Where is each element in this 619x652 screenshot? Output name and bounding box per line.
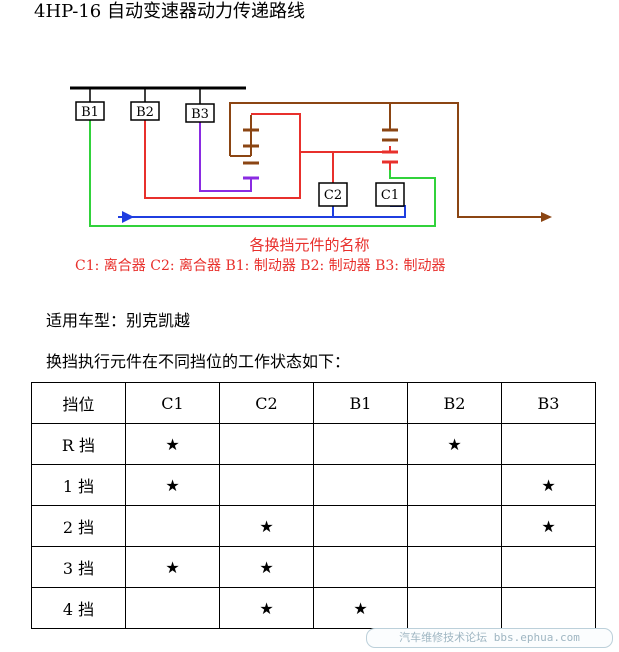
status-cell: ★ — [219, 587, 314, 629]
b3-label: B3 — [191, 107, 209, 122]
status-cell: ★ — [501, 464, 596, 506]
status-cell: ★ — [313, 587, 408, 629]
header-c1: C1 — [125, 382, 220, 424]
status-cell — [501, 423, 596, 465]
power-flow-diagram: B1 B2 B3 C2 C1 — [70, 86, 552, 227]
output-arrow-icon — [541, 212, 552, 222]
intro-line: 换挡执行元件在不同挡位的工作状态如下： — [46, 352, 351, 371]
gear-cell: R 挡 — [31, 423, 126, 465]
status-cell: ★ — [501, 505, 596, 547]
status-cell — [313, 423, 408, 465]
status-cell: ★ — [125, 546, 220, 588]
b2-box — [130, 101, 160, 121]
gear-cell: 2 挡 — [31, 505, 126, 547]
status-cell: ★ — [407, 423, 502, 465]
blue-input-path — [118, 205, 406, 218]
gear-cell: 3 挡 — [31, 546, 126, 588]
forum-watermark: 汽车维修技术论坛 bbs.ephua.com — [366, 628, 613, 648]
red-b2-path — [144, 113, 301, 199]
header-b1: B1 — [313, 382, 408, 424]
status-cell: ★ — [219, 505, 314, 547]
status-cell — [501, 587, 596, 629]
shift-element-table: 挡位 C1 C2 B1 B2 B3 R 挡 ★ ★ 1 挡 ★ ★ 2 挡 — [31, 382, 596, 629]
green-b1-path — [89, 120, 436, 227]
header-c2: C2 — [219, 382, 314, 424]
diagram-caption-title: 各换挡元件的名称 — [249, 236, 370, 254]
status-cell — [313, 505, 408, 547]
c1-box — [375, 182, 405, 207]
status-cell — [407, 505, 502, 547]
c2-box — [318, 182, 348, 207]
table-row: R 挡 ★ ★ — [31, 423, 596, 465]
table-header-row: 挡位 C1 C2 B1 B2 B3 — [31, 382, 596, 424]
header-b2: B2 — [407, 382, 502, 424]
b3-box — [185, 103, 215, 123]
red-c2-path — [300, 146, 391, 153]
vehicle-line: 适用车型：别克凯越 — [46, 311, 191, 330]
status-cell — [219, 464, 314, 506]
table-row: 2 挡 ★ ★ — [31, 505, 596, 547]
c1-label: C1 — [381, 188, 399, 203]
purple-b3-path — [199, 122, 252, 192]
table-row: 1 挡 ★ ★ — [31, 464, 596, 506]
table-row: 4 挡 ★ ★ — [31, 587, 596, 629]
status-cell — [501, 546, 596, 588]
diagram-caption-legend: C1: 离合器 C2: 离合器 B1: 制动器 B2: 制动器 B3: 制动器 — [75, 258, 446, 274]
status-cell — [219, 423, 314, 465]
b2-label: B2 — [136, 105, 154, 120]
status-cell: ★ — [219, 546, 314, 588]
status-cell — [125, 505, 220, 547]
status-cell — [407, 464, 502, 506]
gear-cell: 4 挡 — [31, 587, 126, 629]
input-arrow-icon — [122, 211, 134, 223]
table-row: 3 挡 ★ ★ — [31, 546, 596, 588]
header-b3: B3 — [501, 382, 596, 424]
gear-cell: 1 挡 — [31, 464, 126, 506]
b1-label: B1 — [81, 105, 99, 120]
c2-label: C2 — [324, 188, 342, 203]
status-cell — [407, 546, 502, 588]
page-title: 4HP-16 自动变速器动力传递路线 — [34, 1, 305, 22]
b1-box — [75, 101, 105, 121]
status-cell — [313, 464, 408, 506]
status-cell — [125, 587, 220, 629]
brown-output-path — [229, 102, 548, 218]
header-gear: 挡位 — [31, 382, 126, 424]
status-cell: ★ — [125, 464, 220, 506]
status-cell: ★ — [125, 423, 220, 465]
status-cell — [313, 546, 408, 588]
status-cell — [407, 587, 502, 629]
